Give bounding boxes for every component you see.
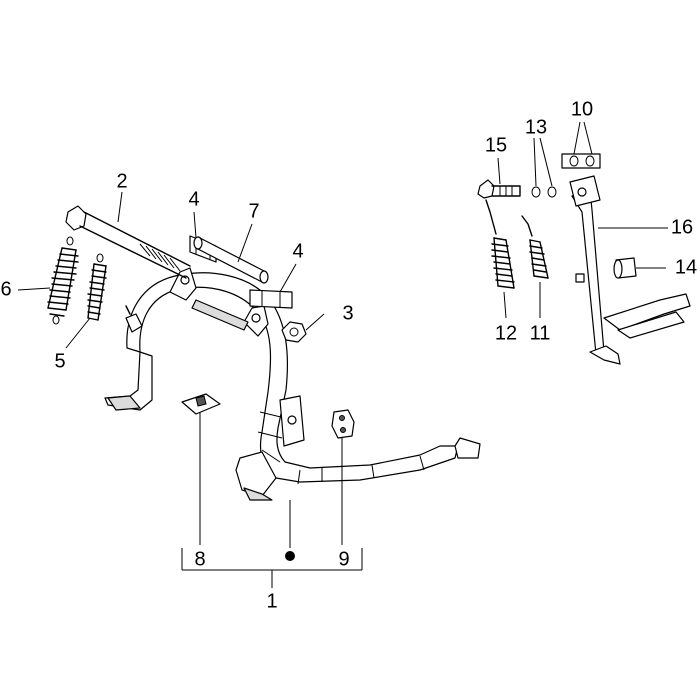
washer-part-10 bbox=[561, 153, 601, 169]
callout-10: 10 bbox=[571, 98, 593, 120]
callout-14: 14 bbox=[675, 256, 697, 278]
bushing-part-14 bbox=[575, 257, 637, 283]
spring-part-5 bbox=[87, 253, 107, 321]
bolt-part-15 bbox=[477, 179, 521, 199]
callout-7: 7 bbox=[248, 200, 259, 222]
rubber-pad-part-8 bbox=[181, 393, 221, 415]
clip-part-9 bbox=[331, 409, 355, 439]
spring-part-6 bbox=[47, 236, 79, 325]
callout-4-right: 4 bbox=[292, 240, 303, 262]
callout-13: 13 bbox=[525, 116, 547, 138]
callout-6: 6 bbox=[0, 278, 11, 300]
washer-part-13 bbox=[531, 186, 557, 198]
washer-part-4-right bbox=[249, 289, 293, 309]
callout-15: 15 bbox=[485, 134, 507, 156]
callout-5: 5 bbox=[54, 350, 65, 372]
callout-8: 8 bbox=[194, 548, 205, 570]
spring-part-12 bbox=[485, 199, 515, 289]
center-stand bbox=[104, 267, 481, 501]
nut-part-3 bbox=[281, 321, 307, 343]
callout-16: 16 bbox=[671, 216, 693, 238]
callout-4-left: 4 bbox=[188, 188, 199, 210]
callout-12: 12 bbox=[495, 322, 517, 344]
callout-11: 11 bbox=[530, 322, 551, 344]
callout-9: 9 bbox=[338, 548, 349, 570]
bolt-part-2 bbox=[65, 205, 191, 279]
callout-1: 1 bbox=[266, 590, 277, 612]
spacer-part-7 bbox=[193, 236, 269, 284]
side-stand bbox=[569, 175, 691, 365]
reference-dot bbox=[285, 551, 295, 561]
leader-lines bbox=[17, 121, 668, 588]
callout-3: 3 bbox=[342, 302, 353, 324]
spring-part-11 bbox=[521, 215, 549, 279]
callout-2: 2 bbox=[116, 170, 127, 192]
